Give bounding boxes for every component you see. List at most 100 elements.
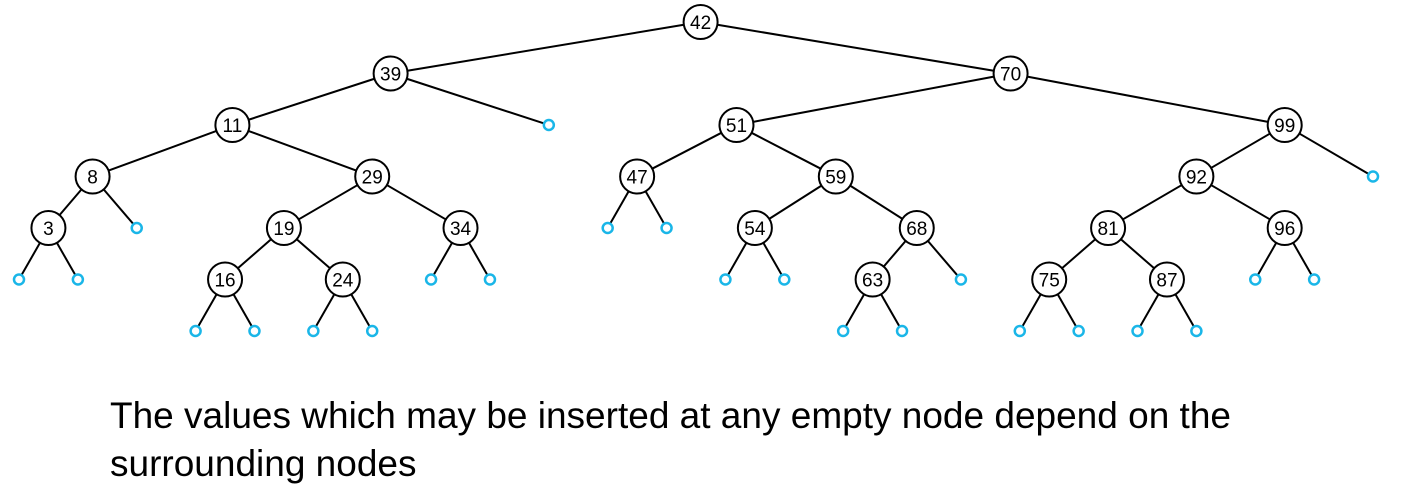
tree-node-34: 34 [442, 210, 479, 246]
tree-edge [350, 293, 371, 328]
node-circle [898, 210, 935, 246]
node-circle [992, 55, 1029, 92]
node-value: 29 [362, 168, 383, 189]
tree-edge [1174, 293, 1195, 328]
tree-edge [762, 242, 783, 276]
tree-node-99: 99 [1266, 107, 1303, 143]
tree-edge [298, 184, 359, 221]
node-value: 19 [273, 219, 294, 240]
node-circle [1178, 158, 1215, 195]
empty-node [1307, 273, 1321, 286]
empty-node [1013, 324, 1027, 338]
tree-edge [20, 242, 41, 276]
tree-node-59: 59 [817, 158, 854, 195]
node-circle [1031, 261, 1068, 298]
tree-edge [882, 240, 907, 268]
tree-edge [407, 23, 684, 72]
empty-node [1190, 324, 1203, 338]
node-circle [1266, 210, 1303, 246]
node-circle [30, 210, 67, 246]
tree-edge [237, 238, 272, 270]
tree-node-29: 29 [354, 158, 391, 195]
node-value: 54 [744, 219, 766, 240]
tree-node-87: 87 [1148, 261, 1185, 298]
tree-node-42: 42 [682, 4, 719, 40]
empty-node [601, 221, 614, 235]
empty-node [719, 273, 732, 286]
tree-edge [314, 293, 336, 328]
tree-edge [1122, 184, 1183, 221]
empty-node [424, 273, 438, 286]
tree-node-24: 24 [324, 261, 361, 298]
empty-node [1131, 324, 1144, 338]
node-value: 39 [380, 65, 401, 86]
tree-edge [752, 75, 995, 123]
node-value: 8 [87, 168, 98, 189]
node-value: 68 [906, 219, 927, 240]
tree-edge [296, 238, 331, 270]
tree-edge [609, 190, 630, 225]
tree-edge [1298, 132, 1370, 175]
empty-node [189, 324, 202, 338]
tree-edge [1210, 132, 1271, 169]
empty-node [660, 221, 673, 235]
tree-edge [651, 131, 722, 170]
node-value: 51 [726, 116, 747, 137]
tree-edge [1292, 242, 1313, 276]
tree-edge [1021, 293, 1042, 328]
node-value: 34 [450, 219, 472, 240]
node-circle [736, 210, 773, 246]
node-circle [1090, 210, 1127, 246]
node-circle [682, 4, 719, 40]
tree-node-75: 75 [1031, 261, 1068, 298]
empty-node [542, 118, 556, 132]
node-value: 42 [690, 13, 711, 34]
empty-node [365, 324, 379, 338]
node-circle [324, 261, 361, 298]
tree-edge [727, 242, 748, 276]
tree-edge [102, 188, 135, 225]
tree-edge [927, 240, 959, 277]
tree-edge [108, 129, 217, 172]
tree-edge [468, 242, 489, 276]
empty-node [483, 273, 497, 286]
empty-node [130, 221, 143, 235]
tree-node-47: 47 [619, 158, 656, 195]
node-circle [854, 261, 891, 298]
tree-node-19: 19 [265, 210, 302, 246]
node-circle [354, 158, 391, 195]
tree-edge [1061, 238, 1096, 270]
tree-node-51: 51 [718, 107, 755, 143]
node-circle [372, 55, 409, 92]
node-circle [214, 107, 251, 143]
node-circle [74, 158, 111, 195]
node-circle [207, 261, 244, 298]
tree-edge [386, 184, 447, 221]
node-value: 59 [825, 168, 846, 189]
tree-edge [56, 242, 77, 276]
tree-node-54: 54 [736, 210, 773, 246]
tree-edge [1120, 238, 1155, 270]
node-value: 70 [1000, 65, 1021, 86]
empty-node [1072, 324, 1085, 338]
node-value: 92 [1186, 168, 1207, 189]
tree-node-11: 11 [214, 107, 251, 143]
tree-edge [751, 131, 822, 170]
node-value: 24 [332, 271, 354, 292]
tree-edge [880, 293, 901, 328]
empty-node [836, 324, 850, 338]
tree-nodes: 3811161924293439424751545963687075818792… [12, 4, 1380, 338]
binary-search-tree-diagram: 3811161924293439424751545963687075818792… [12, 4, 1380, 338]
tree-node-92: 92 [1178, 158, 1215, 195]
tree-edge [1056, 293, 1078, 328]
tree-node-63: 63 [854, 261, 891, 298]
tree-node-96: 96 [1266, 210, 1303, 246]
empty-node [1249, 273, 1262, 286]
tree-edge [248, 77, 375, 121]
node-value: 87 [1156, 271, 1177, 292]
empty-node [954, 273, 968, 286]
tree-edge [406, 77, 545, 125]
node-circle [619, 158, 656, 195]
empty-node [1366, 170, 1380, 183]
tree-node-3: 3 [30, 210, 67, 246]
